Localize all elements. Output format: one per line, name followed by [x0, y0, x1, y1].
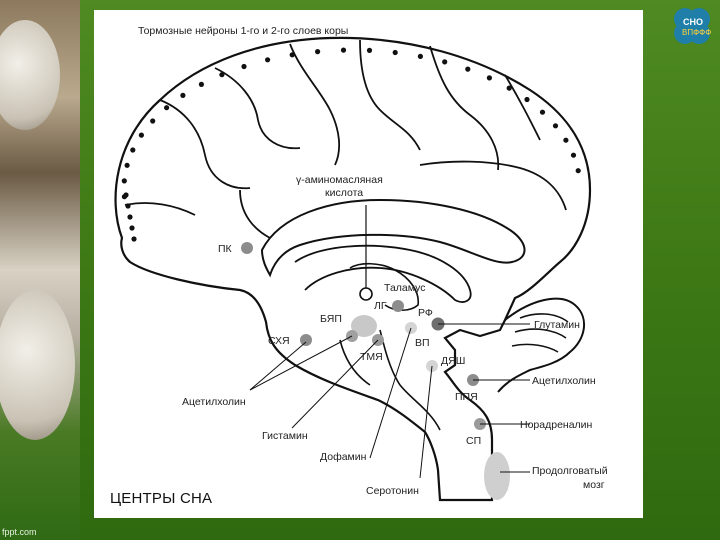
inhibitory-neuron-dot: [563, 137, 569, 143]
label-glutamine: Глутамин: [534, 319, 580, 331]
gyrus-line: [239, 189, 271, 239]
cerebellum-outline: [497, 297, 585, 393]
slide-caption: ЦЕНТРЫ СНА: [110, 490, 213, 507]
brainstem: [379, 329, 441, 431]
inhibitory-neuron-dot: [124, 162, 130, 168]
nucleus-pk-marker: [241, 242, 253, 254]
thalamus-outline: [349, 262, 420, 312]
label-acetylcholine-right: Ацетилхолин: [532, 375, 596, 387]
inhibitory-neuron-dot: [486, 75, 492, 81]
leader-dopamine: [369, 327, 412, 459]
sheep-image: [0, 290, 75, 440]
inhibitory-neuron-dot: [138, 132, 144, 138]
gyrus-line: [504, 74, 541, 141]
gyrus-line: [289, 43, 341, 166]
leader-ach-left: [249, 335, 353, 391]
leader-histamine: [291, 339, 379, 429]
inhibitory-neuron-dot: [539, 109, 546, 115]
inhibitory-neuron-dot: [575, 168, 581, 174]
inhibitory-neuron-dot: [164, 105, 170, 111]
label-noradrenaline: Норадреналин: [520, 419, 593, 431]
fornix: [294, 244, 472, 303]
gyrus-line: [214, 67, 301, 150]
label-medulla-line1: Продолговатый: [532, 465, 608, 477]
inhibitory-neuron-dot: [265, 57, 271, 63]
gaba-label-line1: γ-аминомасляная: [296, 174, 383, 186]
label-skhya: СХЯ: [268, 335, 290, 347]
label-lg: ЛГ: [374, 300, 387, 312]
nucleus-skhya-marker: [300, 334, 312, 346]
label-dopamine: Дофамин: [320, 451, 367, 463]
inhibitory-neuron-dot: [442, 59, 448, 65]
inhibitory-neuron-dot: [150, 118, 156, 124]
diagram-title: Тормозные нейроны 1-го и 2-го слоев коры: [138, 25, 348, 37]
label-pk: ПК: [218, 243, 233, 255]
inhibitory-neuron-dot: [219, 72, 225, 78]
clover-icon: [670, 4, 714, 48]
inhibitory-neuron-dot: [123, 192, 129, 198]
leader-ach-left-2: [249, 341, 307, 391]
label-tmya: ТМЯ: [360, 351, 383, 363]
leader-serotonin: [419, 365, 433, 479]
label-histamine: Гистамин: [262, 430, 308, 442]
inhibitory-neuron-dots: [121, 47, 581, 242]
inhibitory-neuron-dot: [392, 49, 398, 56]
nucleus-byap-area: [351, 315, 377, 337]
label-byap: БЯП: [320, 313, 342, 325]
inhibitory-neuron-dot: [506, 85, 512, 91]
cerebellum-folds: [511, 313, 569, 353]
medulla-area: [484, 452, 510, 500]
label-vp: ВП: [415, 337, 430, 349]
inhibitory-neuron-dot: [131, 236, 137, 242]
inhibitory-neuron-dot: [315, 49, 321, 55]
corpus-callosum: [260, 198, 526, 278]
inhibitory-neuron-dot: [552, 123, 559, 129]
label-thalamus: Таламус: [384, 282, 425, 294]
sheep-image: [0, 20, 60, 130]
inhibitory-neuron-dot: [180, 92, 186, 98]
gyrus-line: [429, 45, 500, 171]
inhibitory-neuron-dot: [524, 96, 530, 103]
gyrus-line: [359, 39, 421, 151]
inhibitory-neuron-dot: [241, 63, 247, 70]
gyrus-line: [159, 99, 251, 190]
inhibitory-neuron-dot: [130, 147, 136, 153]
logo-subtext: ВПФФФ: [682, 28, 712, 37]
thalamus-circle: [359, 287, 373, 301]
nucleus-lg-marker: [392, 300, 404, 312]
label-acetylcholine-left: Ацетилхолин: [182, 396, 246, 408]
label-dyash: ДЯШ: [441, 355, 465, 367]
brainstem-inner: [339, 339, 371, 386]
inhibitory-neuron-dot: [340, 47, 347, 53]
label-ppya: ППЯ: [455, 391, 478, 403]
label-sp: СП: [466, 435, 481, 447]
inhibitory-neuron-dot: [417, 53, 423, 60]
inhibitory-neuron-dot: [125, 203, 131, 209]
inhibitory-neuron-dot: [465, 66, 471, 72]
gaba-label-line2: кислота: [325, 187, 363, 199]
gyrus-line: [419, 160, 567, 211]
inhibitory-neuron-dot: [289, 52, 295, 58]
label-rf: РФ: [418, 307, 433, 319]
inhibitory-neuron-dot: [366, 47, 373, 54]
gyrus-line: [124, 202, 196, 216]
watermark: fppt.com: [2, 527, 37, 537]
label-serotonin: Серотонин: [366, 485, 419, 497]
cortex-outline: [114, 36, 592, 502]
inhibitory-neuron-dot: [198, 81, 204, 87]
inhibitory-neuron-dot: [127, 214, 133, 220]
inhibitory-neuron-dot: [570, 152, 577, 158]
label-medulla-line2: мозг: [583, 479, 605, 491]
inhibitory-neuron-dot: [129, 225, 135, 231]
inhibitory-neuron-dot: [121, 178, 127, 184]
logo-text: СНО: [683, 17, 703, 27]
